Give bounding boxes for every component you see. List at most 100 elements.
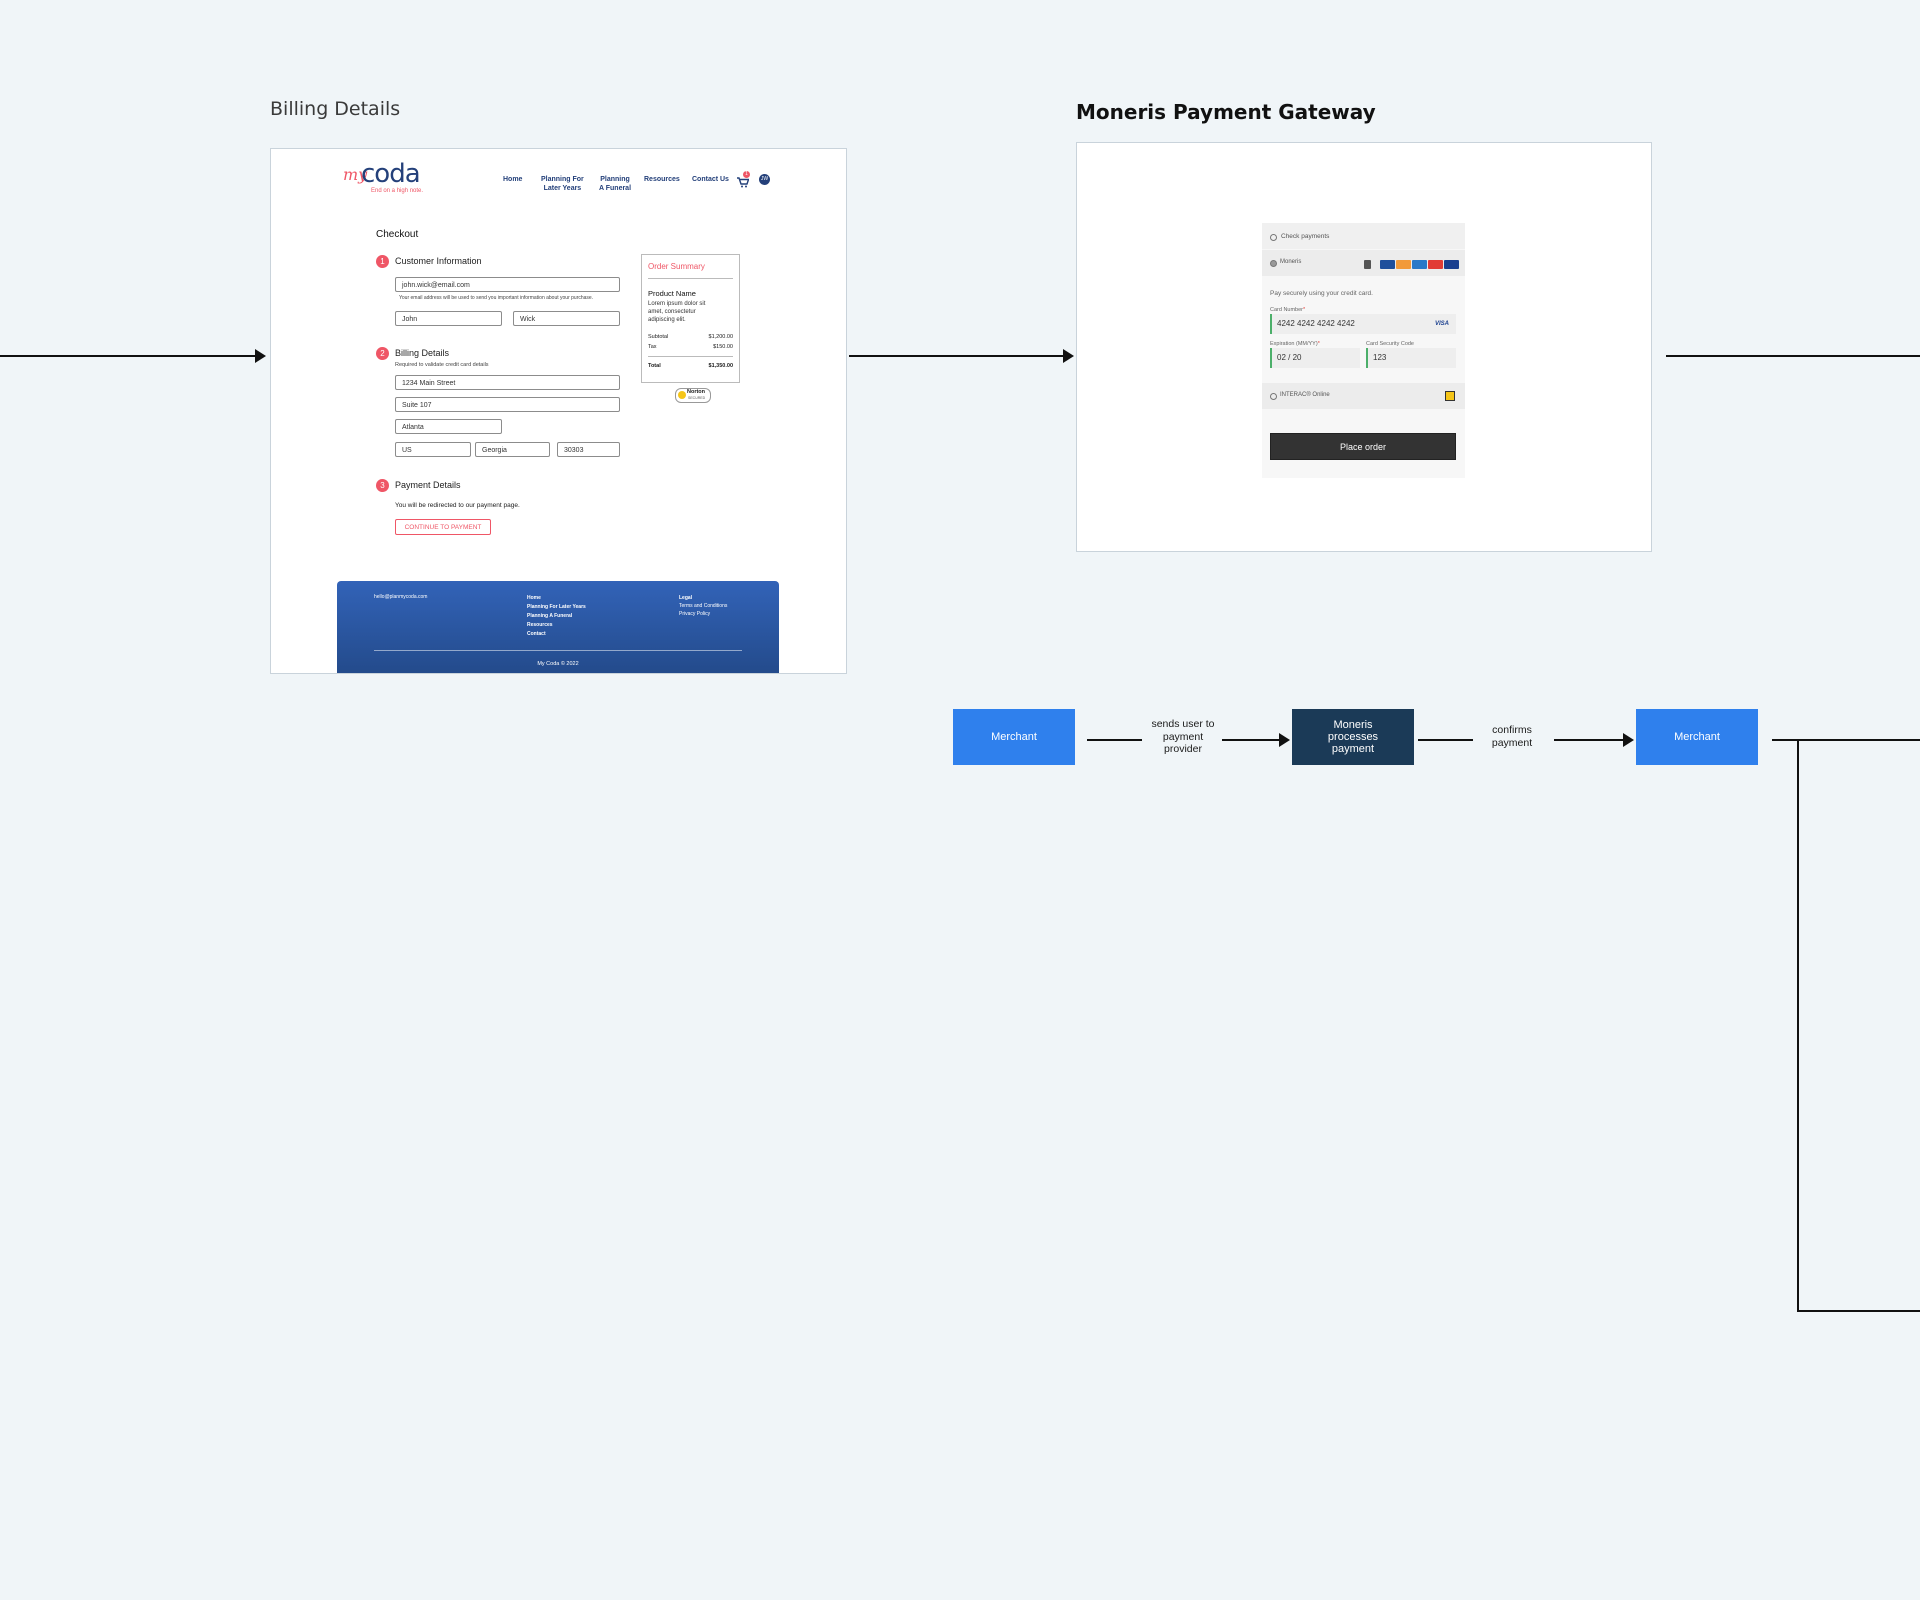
- zip-field[interactable]: 30303: [557, 442, 620, 457]
- address-line-1-field[interactable]: 1234 Main Street: [395, 375, 620, 390]
- card-number-field[interactable]: 4242 4242 4242 4242: [1270, 314, 1456, 334]
- interac-label: INTERAC® Online: [1280, 392, 1330, 398]
- cart-badge: 1: [743, 171, 750, 178]
- generic-card-icon: [1364, 260, 1371, 269]
- moneris-radio[interactable]: [1270, 260, 1277, 267]
- check-payments-radio[interactable]: [1270, 234, 1277, 241]
- state-field[interactable]: Georgia: [475, 442, 550, 457]
- nav-resources[interactable]: Resources: [644, 176, 680, 183]
- merchant-branch-bottom: [1797, 1310, 1920, 1312]
- footer-link-resources[interactable]: Resources: [527, 622, 553, 628]
- expiry-label: Expiration (MM/YY)*: [1270, 341, 1320, 347]
- tax-label: Tax: [648, 344, 657, 350]
- avatar[interactable]: JW: [759, 174, 770, 185]
- summary-divider: [648, 278, 733, 279]
- site-footer: hello@planmycoda.com Home Planning For L…: [337, 581, 779, 673]
- last-name-field[interactable]: Wick: [513, 311, 620, 326]
- address-line-2-field[interactable]: Suite 107: [395, 397, 620, 412]
- customer-information-title: Customer Information: [395, 256, 482, 266]
- discover-card-icon: [1396, 260, 1411, 269]
- arrowhead-icon: [1063, 349, 1074, 363]
- email-field[interactable]: john.wick@email.com: [395, 277, 620, 292]
- cvc-label: Card Security Code: [1366, 341, 1414, 347]
- moneris-processes-node: Moneris processes payment: [1292, 709, 1414, 765]
- arrowhead-icon: [1623, 733, 1634, 747]
- norton-secured-badge: Norton SECURED: [675, 388, 711, 403]
- norton-name: Norton: [687, 389, 706, 395]
- total-label: Total: [648, 363, 661, 369]
- payment-details-title: Payment Details: [395, 480, 461, 490]
- email-note: Your email address will be used to send …: [399, 295, 594, 301]
- merchant-branch-line: [1797, 739, 1799, 1311]
- norton-check-icon: [678, 391, 686, 399]
- footer-legal: Legal Terms and Conditions Privacy Polic…: [679, 594, 727, 618]
- billing-details-title: Billing Details: [395, 348, 450, 358]
- edge-label-sends-user: sends user to payment provider: [1151, 718, 1215, 755]
- edge-merchant-to-moneris-right: [1222, 739, 1279, 741]
- billing-details-frame: my coda End on a high note. Home Plannin…: [270, 148, 847, 674]
- connector-gateway-out: [1666, 355, 1920, 357]
- tax-value: $150.00: [713, 344, 733, 350]
- gateway-frame-title: Moneris Payment Gateway: [1076, 100, 1376, 124]
- step-2-badge: 2: [376, 347, 389, 360]
- total-divider: [648, 356, 733, 357]
- footer-links: Home Planning For Later Years Planning A…: [527, 594, 586, 639]
- product-description: Lorem ipsum dolor sit amet, consectetur …: [648, 301, 706, 323]
- order-summary-title: Order Summary: [648, 262, 705, 271]
- check-payments-label: Check payments: [1281, 233, 1330, 240]
- interac-option[interactable]: INTERAC® Online: [1262, 383, 1465, 409]
- moneris-label: Moneris: [1280, 259, 1302, 265]
- footer-link-terms[interactable]: Terms and Conditions: [679, 603, 728, 609]
- city-field[interactable]: Atlanta: [395, 419, 502, 434]
- interac-logo-icon: [1445, 391, 1455, 401]
- footer-link-contact[interactable]: Contact: [527, 631, 546, 637]
- visa-brand-icon: VISA: [1435, 321, 1450, 327]
- order-summary-card: Order Summary Product Name Lorem ipsum d…: [641, 254, 740, 383]
- cart-icon[interactable]: 1: [737, 171, 751, 188]
- interac-radio[interactable]: [1270, 393, 1277, 400]
- logo[interactable]: my coda End on a high note.: [343, 155, 433, 195]
- place-order-button[interactable]: Place order: [1270, 433, 1456, 460]
- payment-panel: Check payments Moneris Pay securely usin…: [1262, 223, 1465, 478]
- logo-script: my: [343, 165, 368, 184]
- footer-link-later-years[interactable]: Planning For Later Years: [527, 604, 586, 610]
- logo-word: coda: [361, 159, 421, 189]
- expiry-field[interactable]: 02 / 20: [1270, 348, 1360, 368]
- first-name-field[interactable]: John: [395, 311, 502, 326]
- footer-link-funeral[interactable]: Planning A Funeral: [527, 613, 573, 619]
- amex-card-icon: [1412, 260, 1427, 269]
- cvc-field[interactable]: 123: [1366, 348, 1456, 368]
- subtotal-value: $1,200.00: [708, 334, 733, 340]
- footer-link-privacy[interactable]: Privacy Policy: [679, 611, 711, 617]
- check-payments-option[interactable]: Check payments: [1262, 223, 1465, 249]
- continue-to-payment-button[interactable]: CONTINUE TO PAYMENT: [395, 519, 491, 535]
- nav-home[interactable]: Home: [503, 176, 523, 183]
- card-number-label: Card Number*: [1270, 307, 1306, 313]
- arrowhead-icon: [255, 349, 266, 363]
- total-value: $1,350.00: [708, 363, 733, 369]
- billing-frame-title: Billing Details: [270, 98, 401, 120]
- norton-sub: SECURED: [688, 396, 706, 400]
- footer-divider: [374, 650, 742, 651]
- country-field[interactable]: US: [395, 442, 471, 457]
- payment-note: You will be redirected to our payment pa…: [395, 502, 520, 509]
- visa-card-icon: [1444, 260, 1459, 269]
- footer-copyright: My Coda © 2022: [537, 661, 579, 667]
- footer-email[interactable]: hello@planmycoda.com: [374, 594, 428, 600]
- product-name: Product Name: [648, 289, 696, 298]
- merchant-return-node: Merchant: [1636, 709, 1758, 765]
- billing-note: Required to validate credit card details: [395, 362, 489, 368]
- mastercard-icon: [1428, 260, 1443, 269]
- pay-securely-note: Pay securely using your credit card.: [1270, 290, 1373, 297]
- diners-card-icon: [1380, 260, 1395, 269]
- footer-link-home[interactable]: Home: [527, 595, 541, 601]
- logo-tagline: End on a high note.: [371, 188, 424, 194]
- edge-moneris-to-merchant-left: [1418, 739, 1473, 741]
- merchant-out-line: [1772, 739, 1920, 741]
- connector-into-billing: [0, 355, 255, 357]
- nav-contact-us[interactable]: Contact Us: [692, 176, 729, 183]
- connector-billing-to-gateway: [849, 355, 1063, 357]
- step-3-badge: 3: [376, 479, 389, 492]
